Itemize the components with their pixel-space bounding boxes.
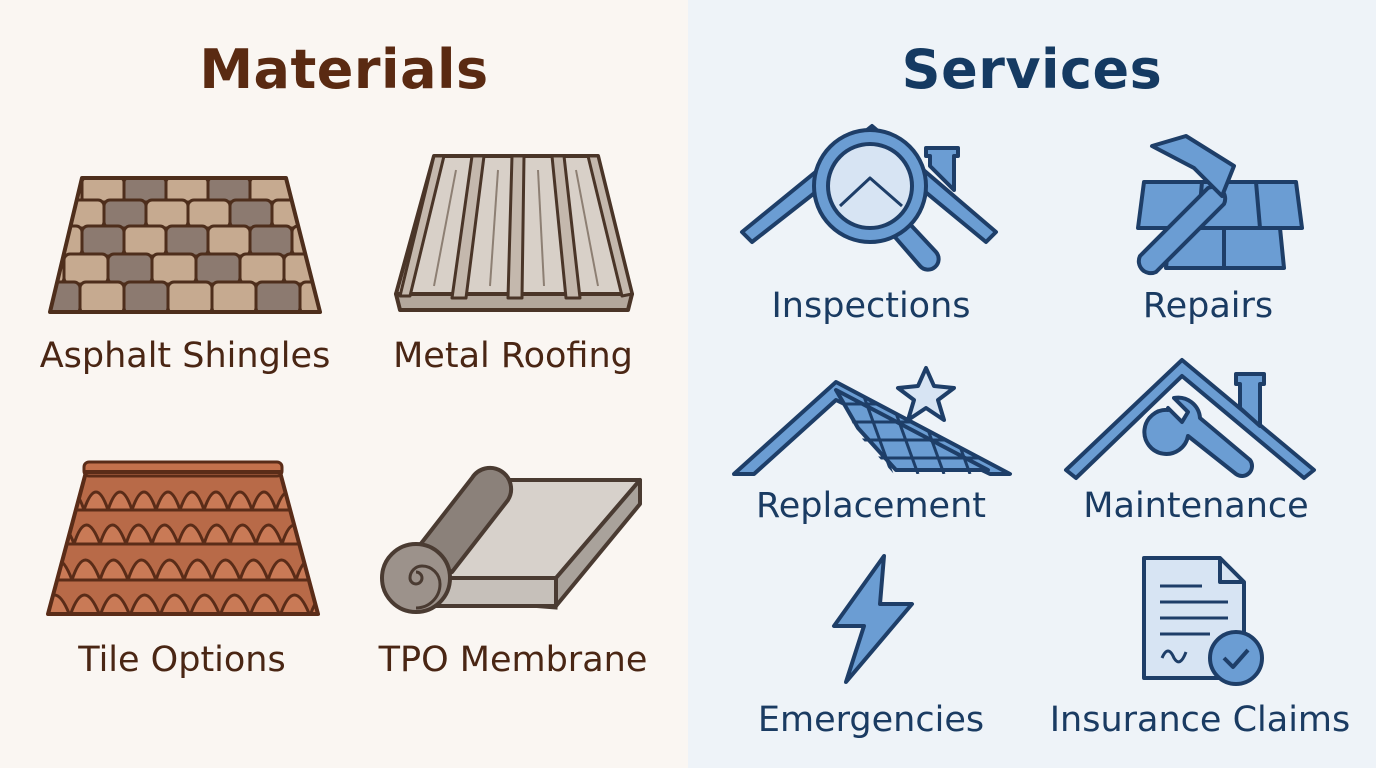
services-panel: Services Inspections [688,0,1376,768]
material-metal-roofing: Metal Roofing [344,0,688,400]
membrane-roll-icon [380,465,642,614]
service-maintenance: Maintenance [1032,350,1376,550]
material-label: Metal Roofing [393,336,633,376]
service-label: Emergencies [757,700,985,740]
service-label: Inspections [771,286,971,326]
service-label: Repairs [1142,286,1274,326]
service-inspections: Inspections [688,0,1032,350]
hammer-shingles-icon [1136,134,1304,276]
service-label: Insurance Claims [1049,700,1351,740]
services-title: Services [901,38,1163,101]
service-repairs: Repairs [1032,0,1376,350]
material-tpo-membrane: TPO Membrane [344,400,688,768]
material-label: TPO Membrane [378,640,648,680]
roof-magnifier-icon [740,124,998,272]
material-label: Asphalt Shingles [39,336,331,376]
clay-tile-icon [46,460,320,616]
material-tile-options: Tile Options [0,400,344,768]
material-asphalt-shingles: Asphalt Shingles [0,0,344,400]
roof-wrench-icon [1064,358,1316,480]
service-replacement: Replacement [688,350,1032,550]
material-label: Tile Options [78,640,286,680]
service-emergencies: Emergencies [688,550,1032,768]
new-roof-star-icon [732,366,1012,476]
metal-roofing-icon [394,154,634,312]
lightning-icon [832,554,914,684]
asphalt-shingles-icon [48,176,322,314]
service-insurance-claims: Insurance Claims [1032,550,1376,768]
materials-title: Materials [199,38,489,101]
materials-panel: Materials [0,0,688,768]
document-check-icon [1142,556,1264,686]
service-label: Replacement [756,486,986,526]
service-label: Maintenance [1083,486,1309,526]
